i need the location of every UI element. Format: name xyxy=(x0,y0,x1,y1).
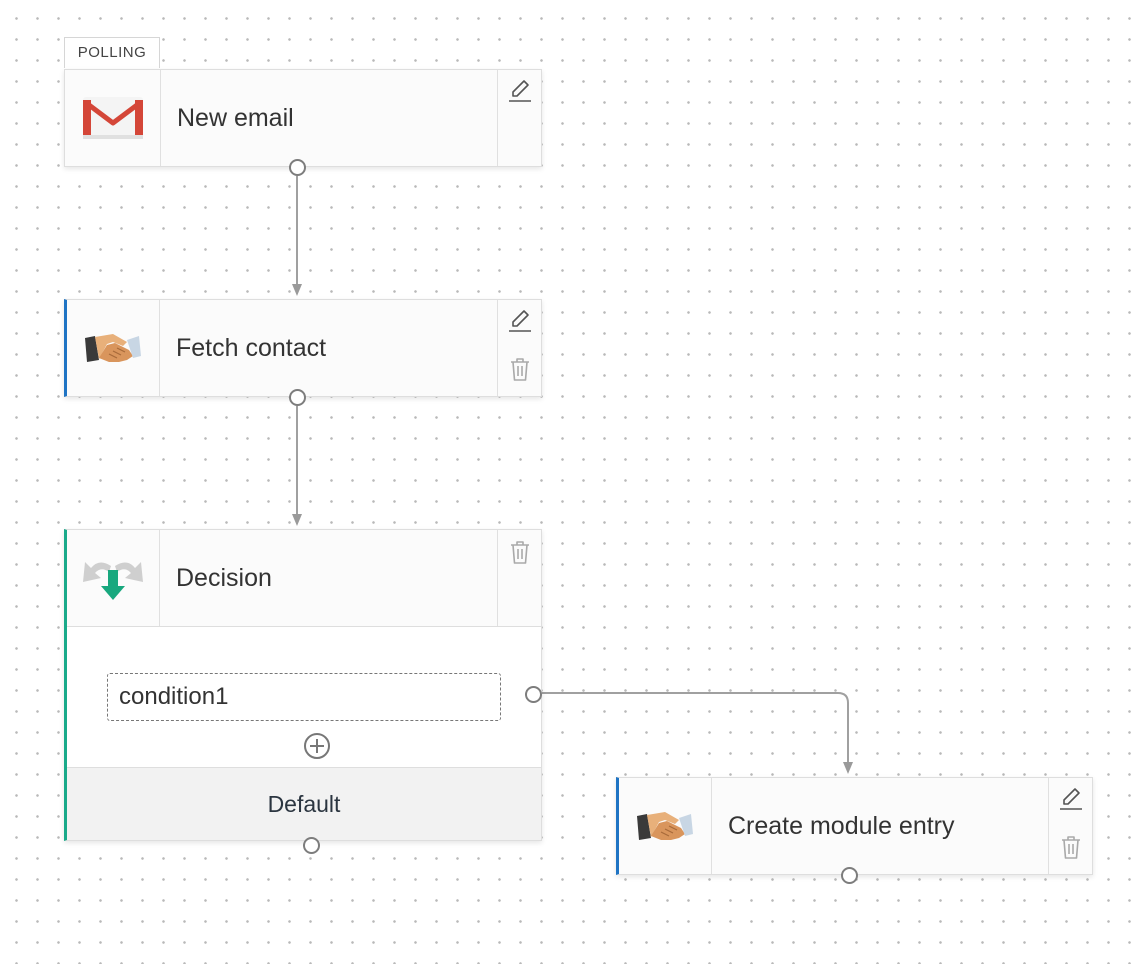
node-title: Create module entry xyxy=(728,812,955,840)
edit-pencil-icon[interactable] xyxy=(507,78,533,104)
node-title: New email xyxy=(177,104,294,132)
node-icon-cell xyxy=(67,530,160,626)
output-port-default[interactable] xyxy=(303,837,320,854)
node-title: Fetch contact xyxy=(176,334,327,362)
output-port-new-email[interactable] xyxy=(289,159,306,176)
node-actions xyxy=(497,300,541,396)
add-condition-icon[interactable] xyxy=(303,732,331,760)
handshake-icon xyxy=(637,812,693,840)
connector-condition1-to-create-module-entry xyxy=(500,692,848,768)
output-port-create-module-entry[interactable] xyxy=(841,867,858,884)
trash-icon[interactable] xyxy=(507,356,533,382)
condition-box[interactable]: condition1 xyxy=(107,673,501,721)
node-icon-cell xyxy=(67,300,160,396)
default-branch[interactable]: Default xyxy=(67,767,541,840)
decision-arrows-icon xyxy=(83,562,143,600)
output-port-condition1[interactable] xyxy=(525,686,542,703)
decision-conditions-panel: condition1 xyxy=(67,626,541,769)
node-create-module-entry[interactable]: Create module entry xyxy=(616,777,1093,875)
node-icon-cell xyxy=(619,778,712,874)
output-port-fetch-contact[interactable] xyxy=(289,389,306,406)
node-title: Decision xyxy=(176,564,272,592)
node-actions xyxy=(497,70,541,166)
node-actions xyxy=(497,530,541,626)
node-new-email[interactable]: New email xyxy=(64,69,542,167)
gmail-icon xyxy=(82,97,143,139)
node-decision[interactable]: Decision condition1 Default xyxy=(64,529,542,841)
node-fetch-contact[interactable]: Fetch contact xyxy=(64,299,542,397)
edit-pencil-icon[interactable] xyxy=(1058,786,1084,812)
trash-icon[interactable] xyxy=(1058,834,1084,860)
edit-pencil-icon[interactable] xyxy=(507,308,533,334)
polling-badge: POLLING xyxy=(64,37,160,68)
handshake-icon xyxy=(85,334,141,362)
trash-icon[interactable] xyxy=(507,539,533,565)
node-actions xyxy=(1048,778,1092,874)
node-icon-cell xyxy=(65,70,161,166)
